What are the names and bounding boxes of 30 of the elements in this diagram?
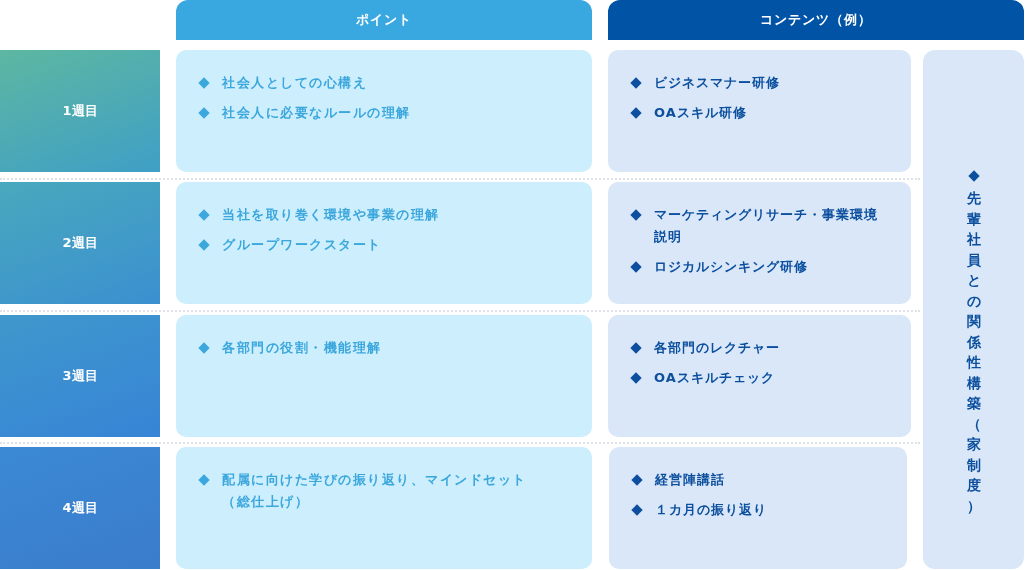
point-card: [176, 50, 592, 172]
week-label-bar: 4週目: [0, 447, 160, 569]
week-label-bar: 2週目: [0, 182, 160, 304]
bullet-text: 配属に向けた学びの振り返り、マインドセット（総仕上げ）: [222, 471, 528, 511]
bullet-text: OAスキルチェック: [654, 369, 775, 387]
bullet-text: 社会人に必要なルールの理解: [222, 104, 411, 122]
bullet-text: １カ月の振り返り: [655, 501, 767, 519]
content-card: [608, 182, 911, 304]
content-card: [608, 50, 911, 172]
point-card: [176, 315, 592, 437]
bullet-text: グループワークスタート: [222, 236, 382, 254]
bullet-text: 社会人としての心構え: [222, 74, 367, 92]
bullet-text: 各部門のレクチャー: [654, 339, 780, 357]
vertical-text: 先輩社員との関係性構築（家制度）: [966, 189, 981, 516]
content-card: [608, 315, 911, 437]
point-card: [176, 447, 592, 569]
bullet-text: マーケティングリサーチ・事業環境説明: [654, 206, 879, 246]
side-note-card: [923, 50, 1024, 569]
bullet-text: OAスキル研修: [654, 104, 747, 122]
bullet-text: ビジネスマナー研修: [654, 74, 780, 92]
bullet-text: ロジカルシンキング研修: [654, 258, 808, 276]
bullet-text: 経営陣講話: [655, 471, 725, 489]
column-header: ポイント: [176, 0, 592, 40]
content-card: [609, 447, 907, 569]
week-label-bar: 1週目: [0, 50, 160, 172]
bullet-text: 当社を取り巻く環境や事業の理解: [222, 206, 440, 224]
point-card: [176, 182, 592, 304]
bullet-text: 各部門の役割・機能理解: [222, 339, 382, 357]
week-label-bar: 3週目: [0, 315, 160, 437]
column-header: コンテンツ（例）: [608, 0, 1024, 40]
